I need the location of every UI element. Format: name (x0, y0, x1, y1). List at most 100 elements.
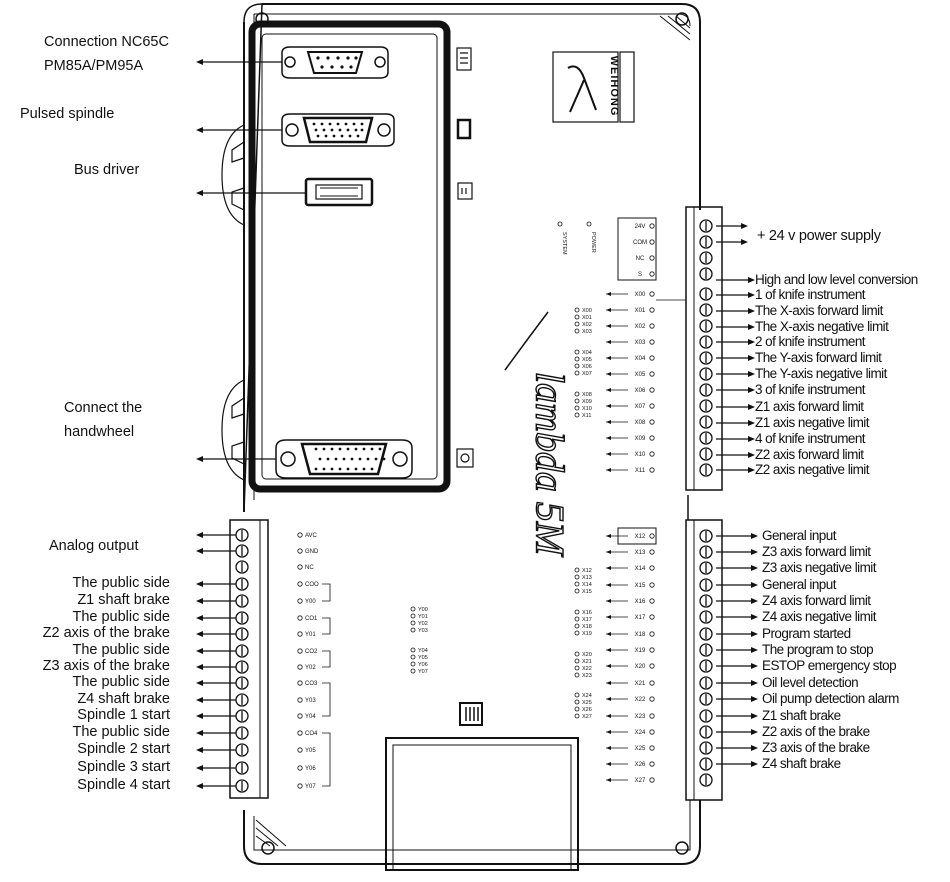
pin-label: X13 (635, 550, 646, 556)
pin-dot (649, 647, 655, 653)
connector-pin (358, 457, 362, 461)
pin-label: COM (633, 240, 647, 246)
arrow-head (196, 631, 203, 637)
output-led (410, 613, 416, 619)
left-output-label: The public side (72, 575, 170, 591)
input-led (574, 405, 580, 411)
input-led-label: X10 (582, 406, 592, 412)
arrow-head (751, 565, 758, 571)
output-led (410, 668, 416, 674)
arrow-head (196, 456, 203, 462)
arrow-head (748, 467, 755, 473)
input-led (574, 699, 580, 705)
input-led (574, 314, 580, 320)
arrow-head (748, 277, 755, 283)
input-led-label: X13 (582, 575, 592, 581)
left-output-label: Spindle 3 start (77, 759, 170, 775)
status-led (557, 221, 563, 227)
arrow-head (606, 452, 611, 456)
arrow-head (751, 713, 758, 719)
right-lower-label: General input (762, 577, 836, 592)
arrow-head (606, 308, 611, 312)
output-led (410, 647, 416, 653)
arrow-head (196, 765, 203, 771)
pin-dot (649, 239, 655, 245)
pin-dot (649, 680, 655, 686)
label-handwheel: Connect the handwheel (64, 400, 143, 440)
right-upper-label: The X-axis negative limit (755, 319, 889, 334)
pin-label: X27 (635, 778, 646, 784)
pin-dot (649, 419, 655, 425)
pin-dot (297, 648, 303, 654)
right-upper-label: 1 of knife instrument (755, 287, 866, 302)
terminal-block-left (229, 519, 269, 799)
pin-label: AVC (305, 533, 318, 539)
pin-label: S (638, 272, 642, 278)
input-led-label: X18 (582, 624, 592, 630)
arrow-head (196, 190, 203, 196)
arrow-head (196, 581, 203, 587)
pin-dot (297, 713, 303, 719)
arrow-head (606, 436, 611, 440)
left-output-label: The public side (72, 724, 170, 740)
connector-pin (382, 457, 386, 461)
status-led (586, 221, 592, 227)
input-led-label: X12 (582, 568, 592, 574)
input-led (574, 321, 580, 327)
left-output-label: Z2 axis of the brake (42, 625, 170, 641)
arrow-head (748, 436, 755, 442)
pin-label: CO1 (305, 616, 318, 622)
right-upper-label: High and low level conversion (755, 272, 918, 287)
arrow-head (751, 696, 758, 702)
output-led (410, 661, 416, 667)
input-led (574, 567, 580, 573)
arrow-head (751, 533, 758, 539)
pin-label: X05 (635, 372, 646, 378)
input-led-label: X02 (582, 322, 592, 328)
right-lower-label: Oil level detection (762, 675, 859, 690)
pin-dot (649, 598, 655, 604)
output-led-label: Y01 (418, 614, 428, 620)
pin-label: X24 (635, 730, 646, 736)
input-led-label: X03 (582, 329, 592, 335)
input-led (574, 609, 580, 615)
pin-dot (649, 371, 655, 377)
input-led-label: X11 (582, 413, 591, 419)
pin-dot (649, 435, 655, 441)
pin-dot (649, 713, 655, 719)
pin-label: GND (305, 549, 319, 555)
connector-pin (338, 467, 342, 471)
input-led-label: X22 (582, 666, 592, 672)
input-led-label: X24 (582, 693, 592, 699)
output-led (410, 620, 416, 626)
pin-dot (297, 783, 303, 789)
output-led-label: Y05 (418, 655, 428, 661)
arrow-head (196, 532, 203, 538)
pin-dot (649, 663, 655, 669)
pin-label: X18 (635, 632, 646, 638)
input-led (574, 692, 580, 698)
pin-label: Y04 (305, 714, 316, 720)
arrow-head (606, 404, 611, 408)
right-upper-label: Z2 axis negative limit (755, 462, 870, 477)
input-led (574, 356, 580, 362)
pin-label: X14 (635, 566, 646, 572)
pin-dot (297, 747, 303, 753)
arrow-head (196, 59, 203, 65)
right-lower-label: Z3 axis of the brake (762, 740, 870, 755)
side-bump-upper (221, 124, 245, 226)
left-output-label: Z3 axis of the brake (42, 658, 170, 674)
output-led (410, 654, 416, 660)
input-led (574, 412, 580, 418)
input-led-label: X04 (582, 350, 592, 356)
input-led-label: X01 (582, 315, 592, 321)
pin-dot (649, 761, 655, 767)
pin-dot (297, 664, 303, 670)
input-led-label: X06 (582, 364, 592, 370)
handwheel-connector (275, 439, 413, 479)
brand-logo (552, 51, 635, 123)
connector-pin (338, 447, 342, 451)
arrow-head (196, 713, 203, 719)
right-upper-label: + 24 v power supply (757, 228, 881, 244)
arrow-head (196, 127, 203, 133)
